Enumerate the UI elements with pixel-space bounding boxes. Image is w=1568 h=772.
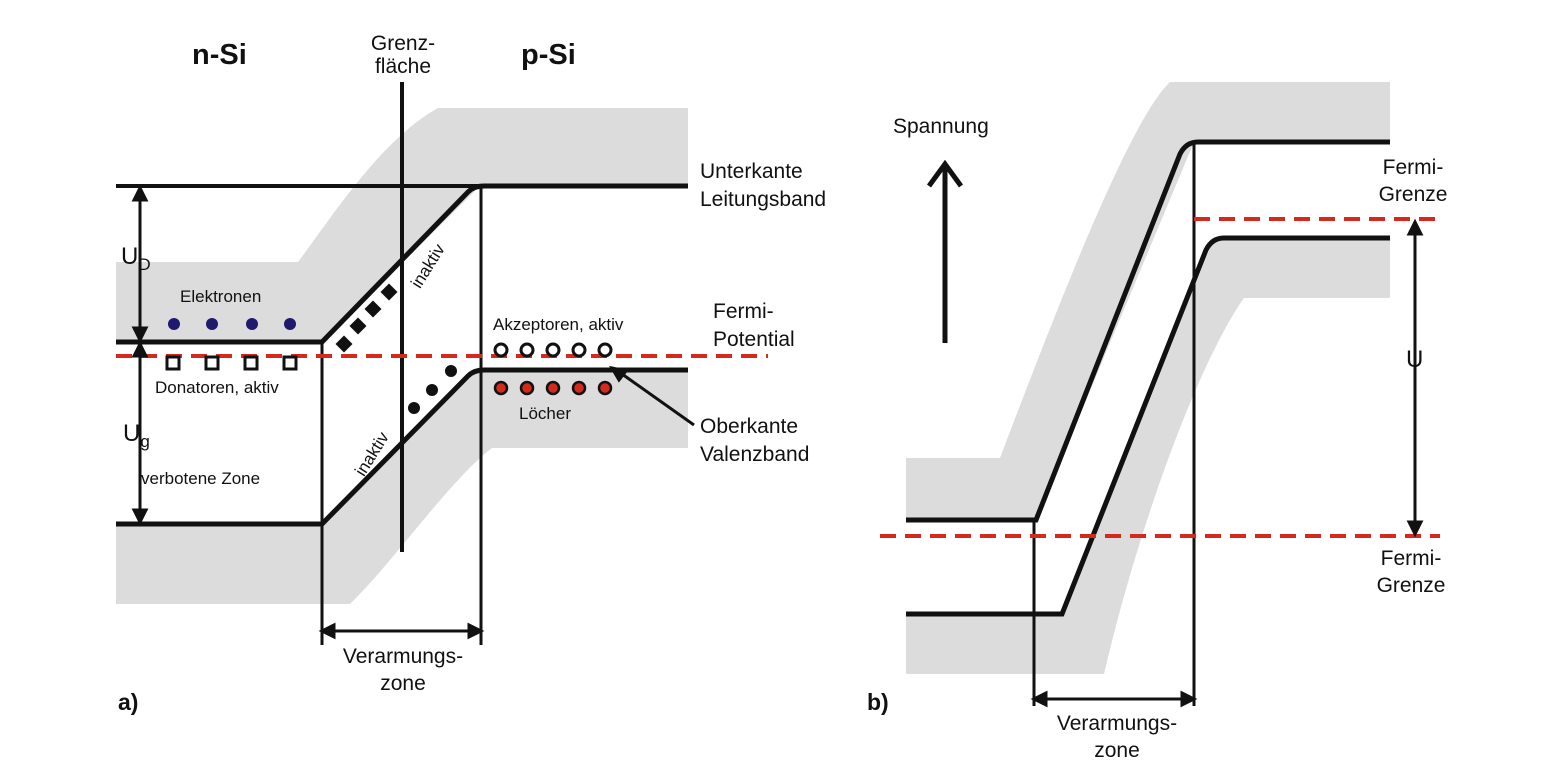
inactive-acceptor-dot <box>445 365 457 377</box>
u-label: U <box>1406 346 1424 373</box>
inactive-donor-diamond <box>349 317 367 335</box>
fermi-potential-label-line1: Fermi- <box>713 300 774 323</box>
donor-square <box>243 355 259 371</box>
hole-dot <box>545 380 561 396</box>
acceptor-circle <box>519 342 535 358</box>
fermi-limit-bottom-label: Fermi- Grenze <box>1366 547 1456 597</box>
u-arrow <box>1406 218 1424 538</box>
n-si-label: n-Si <box>192 39 247 71</box>
fermi-limit-bottom-label-line1: Fermi- <box>1380 547 1442 570</box>
hole-dot <box>597 380 613 396</box>
fermi-limit-top-label-line2: Grenze <box>1378 183 1448 207</box>
lower-band-edge-line <box>906 235 1390 617</box>
valence-band-label: Oberkante Valenzband <box>700 415 809 466</box>
holes-label: Löcher <box>519 404 571 423</box>
donor-square <box>204 355 220 371</box>
ud-label-sub: D <box>138 254 151 274</box>
depletion-zone-label-line1: Verarmungs- <box>342 645 464 668</box>
panel-a <box>116 82 768 645</box>
ud-label: UD <box>121 243 151 274</box>
acceptor-circle <box>545 342 561 358</box>
voltage-label: Spannung <box>893 115 989 138</box>
electron-dot <box>284 318 296 330</box>
depletion-zone-label-b-line1: Verarmungs- <box>1056 712 1178 735</box>
hole-dot <box>493 380 509 396</box>
depletion-zone-arrow <box>318 622 485 640</box>
valence-band-edge-line <box>116 367 688 527</box>
interface-label-line2: fläche <box>374 55 432 79</box>
inactive-donor-diamond <box>364 300 382 318</box>
acceptors-active-label: Akzeptoren, aktiv <box>493 315 624 334</box>
inactive-acceptor-dot <box>408 402 420 414</box>
upper-band-region <box>906 82 1390 520</box>
depletion-zone-label-b-line2: zone <box>1094 739 1140 763</box>
ug-arrow <box>131 340 149 526</box>
p-si-label: p-Si <box>521 39 576 71</box>
conduction-band-label-line2: Leitungsband <box>700 188 827 212</box>
lower-band-region <box>906 238 1390 674</box>
depletion-zone-label: Verarmungs- zone <box>320 645 486 695</box>
valence-pointer <box>608 365 695 427</box>
ug-label: Ug <box>123 420 150 451</box>
interface-label-line1: Grenz- <box>370 32 436 55</box>
electrons-label: Elektronen <box>180 287 262 306</box>
electron-dot <box>168 318 180 330</box>
acceptors-active <box>493 342 613 358</box>
panel-b-caption: b) <box>867 689 889 715</box>
panel-a-caption: a) <box>118 689 139 715</box>
ud-arrow <box>131 184 149 344</box>
interface-label: Grenz- fläche <box>362 32 444 78</box>
conduction-band-label: Unterkante Leitungsband <box>700 160 826 211</box>
panel-b <box>880 82 1440 708</box>
donors-active <box>165 355 298 371</box>
forbidden-zone-label: verbotene Zone <box>141 469 261 488</box>
hole-dot <box>571 380 587 396</box>
electron-dot <box>206 318 218 330</box>
hole-dot <box>519 380 535 396</box>
fermi-potential-label: Fermi- Potential <box>713 300 795 351</box>
acceptor-circle <box>493 342 509 358</box>
holes <box>493 380 613 396</box>
electrons <box>168 318 296 330</box>
depletion-zone-label-line2: zone <box>380 672 426 696</box>
acceptor-circle <box>597 342 613 358</box>
inactive-donor-diamond <box>380 283 398 301</box>
inactive-acceptor-dot <box>426 384 438 396</box>
fermi-limit-top-label-line1: Fermi- <box>1382 156 1444 179</box>
fermi-limit-top-label: Fermi- Grenze <box>1368 156 1458 206</box>
donors-active-label: Donatoren, aktiv <box>155 378 279 397</box>
ug-label-main: U <box>123 420 141 447</box>
upper-band-edge-line <box>906 139 1390 523</box>
electron-dot <box>246 318 258 330</box>
ug-label-sub: g <box>140 431 150 451</box>
acceptor-circle <box>571 342 587 358</box>
donor-square <box>282 355 298 371</box>
fermi-potential-label-line2: Potential <box>713 328 795 352</box>
ud-label-main: U <box>121 243 139 270</box>
acceptors-inactive <box>408 365 457 414</box>
valence-band-label-line2: Valenzband <box>700 443 810 467</box>
valence-band-label-line1: Oberkante <box>700 415 799 438</box>
donor-square <box>165 355 181 371</box>
fermi-limit-bottom-label-line2: Grenze <box>1376 574 1446 598</box>
depletion-zone-arrow-b <box>1030 690 1198 708</box>
conduction-band-label-line1: Unterkante <box>700 160 803 183</box>
depletion-zone-label-b: Verarmungs- zone <box>1034 712 1200 762</box>
inactive-donor-diamond <box>335 335 353 353</box>
voltage-arrow <box>926 159 964 343</box>
